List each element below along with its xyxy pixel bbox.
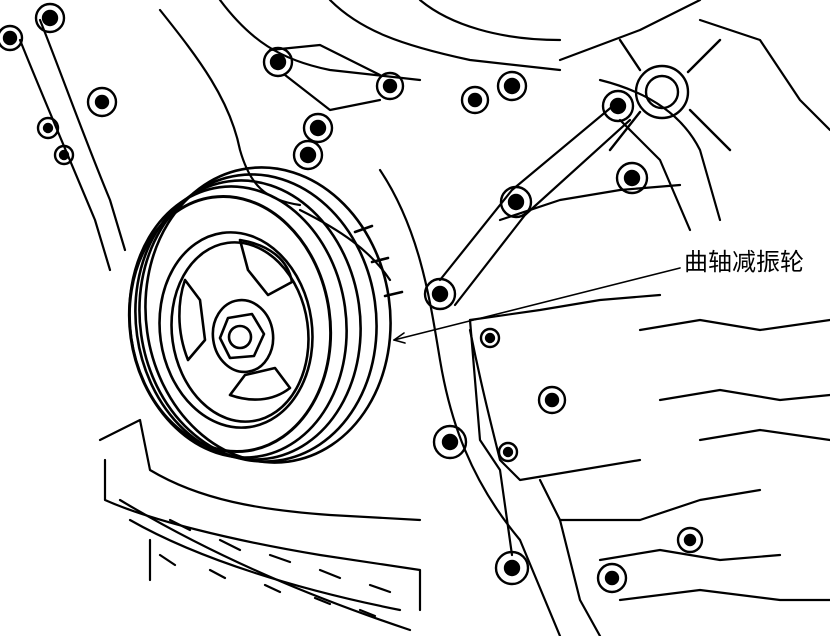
idler-pulley (608, 38, 732, 152)
bolt (292, 139, 324, 171)
bolt (537, 385, 567, 415)
bolt-group (0, 2, 704, 594)
bolt (0, 24, 24, 52)
bolt (497, 441, 519, 463)
bolt (375, 71, 405, 101)
crankshaft-damper-pulley (127, 166, 404, 464)
bolt (262, 46, 294, 78)
bolt (601, 89, 635, 123)
bolt (53, 144, 75, 166)
bolt (423, 277, 457, 311)
engine-block-outline (18, 0, 830, 636)
bolt (460, 85, 490, 115)
bolt (302, 112, 334, 144)
bolt (432, 424, 468, 460)
bolt (596, 562, 628, 594)
bolt (36, 116, 60, 140)
bolt (86, 86, 118, 118)
bolt (479, 327, 501, 349)
bolt (496, 70, 528, 102)
callout-leader-line (393, 267, 681, 344)
crankshaft-damper-label: 曲轴减振轮 (684, 248, 804, 276)
bolt (494, 550, 530, 586)
bracket-arms (268, 43, 632, 557)
bolt (34, 2, 66, 34)
bolt (615, 161, 649, 195)
bolt (676, 526, 704, 554)
